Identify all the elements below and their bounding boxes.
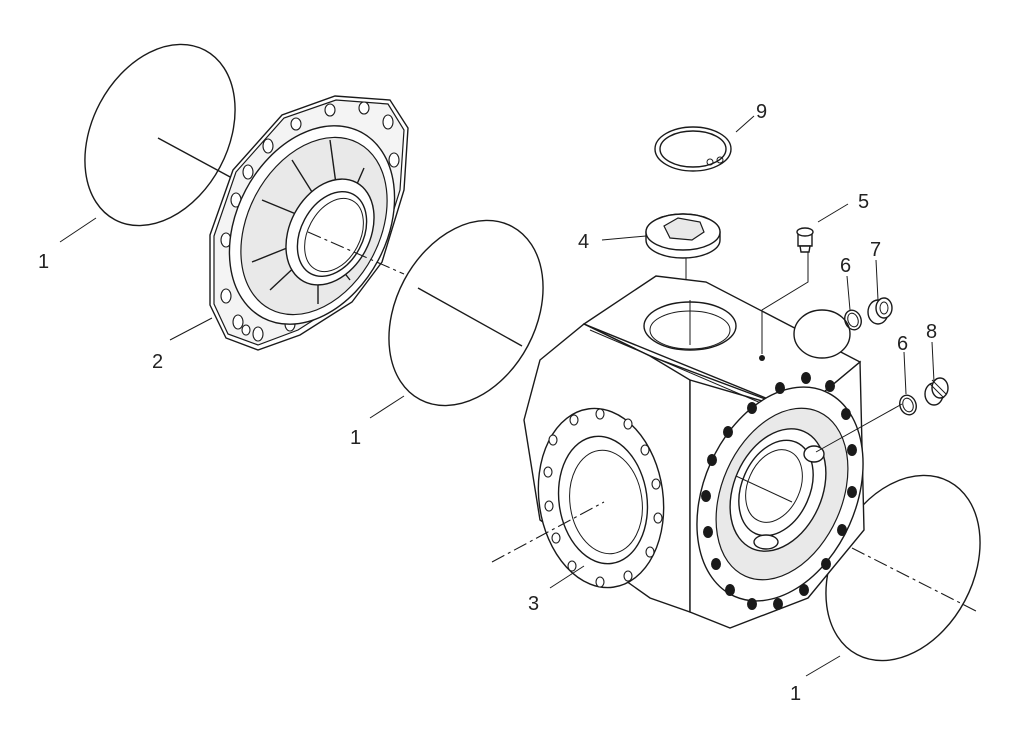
callout-7-plug: 7 xyxy=(870,239,881,261)
o-ring-6-upper xyxy=(844,309,862,331)
callout-9-retaining-ring: 9 xyxy=(756,101,767,123)
o-ring-6-lower xyxy=(899,394,917,416)
housing-left-flange xyxy=(491,407,665,589)
plug-5 xyxy=(796,227,814,253)
leader-lines xyxy=(59,115,935,677)
callout-6-o-ring-lower: 6 xyxy=(897,333,908,355)
plug-8 xyxy=(924,377,949,406)
end-cover xyxy=(209,95,409,351)
callout-5-plug: 5 xyxy=(858,191,869,213)
housing-right-flange xyxy=(696,372,864,610)
callout-1-gasket-lower: 1 xyxy=(790,683,801,705)
right-flange-bolt-holes xyxy=(701,372,857,610)
callout-4-top-cap: 4 xyxy=(578,231,589,253)
callout-8-plug: 8 xyxy=(926,321,937,343)
gasket-middle xyxy=(388,219,544,407)
gasket-upper-left xyxy=(84,43,236,227)
callout-2-end-cover: 2 xyxy=(152,351,163,373)
callout-1-gasket-middle: 1 xyxy=(350,427,361,449)
callout-6-o-ring-upper: 6 xyxy=(840,255,851,277)
main-housing xyxy=(491,248,903,629)
callouts: 1 2 1 3 4 9 5 6 7 6 8 1 xyxy=(38,101,937,705)
callout-3-housing: 3 xyxy=(528,593,539,615)
plug-7 xyxy=(867,297,893,325)
top-cap xyxy=(645,213,721,300)
callout-1-gasket-upper: 1 xyxy=(38,251,49,273)
retaining-ring xyxy=(654,126,732,172)
